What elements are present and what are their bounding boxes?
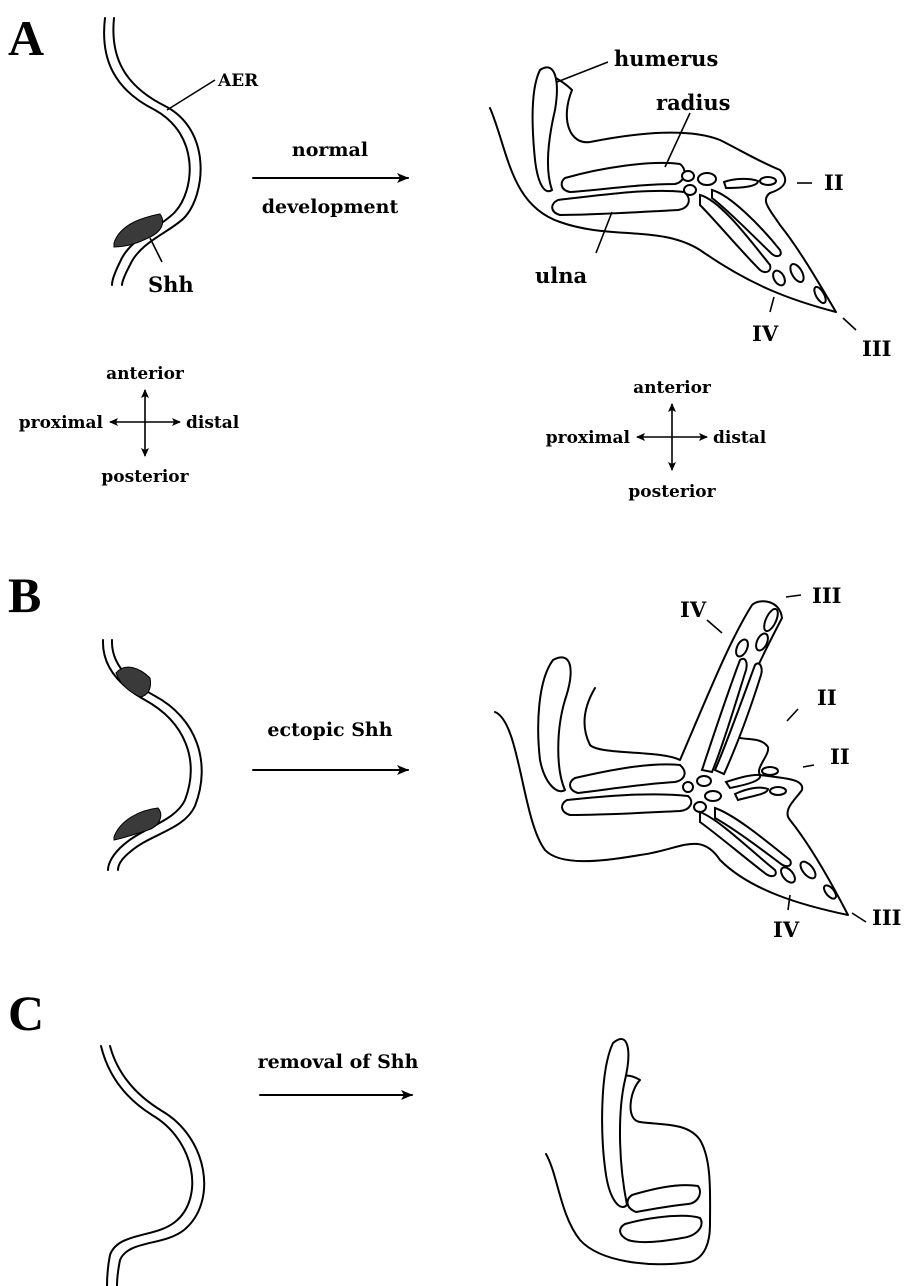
carpal-b-4	[694, 802, 706, 812]
carpal-b-3	[705, 791, 721, 801]
forearm-upper-bone-b	[570, 764, 685, 793]
digit-iii-leader-a	[843, 318, 856, 330]
digit-ii-bone	[724, 179, 758, 188]
upper-digit-iii-label: III	[812, 583, 841, 608]
digit-iii-label-a: III	[862, 336, 891, 361]
lower-digit-iv-phalanx	[778, 865, 797, 885]
carpal-b-1	[683, 782, 693, 792]
humerus-bone-c	[602, 1039, 628, 1207]
lower-digit-iii-label: III	[872, 905, 901, 930]
upper-digit-ii-tip	[762, 767, 778, 775]
humerus-label: humerus	[614, 46, 718, 71]
carpal-2	[684, 185, 696, 195]
carpal-3	[698, 173, 716, 185]
carpal-b-2	[697, 776, 711, 786]
axis-label-posterior-right: posterior	[628, 482, 716, 502]
radius-bone	[562, 163, 685, 192]
shh-leader-a	[150, 238, 162, 262]
upper-digit-ii-label: II	[817, 685, 837, 710]
aer-leader	[167, 80, 215, 110]
axis-label-anterior: anterior	[106, 364, 185, 384]
carpal-1	[682, 171, 694, 181]
shh-zone-b-anterior	[116, 667, 151, 697]
lower-digit-iv-leader	[788, 895, 790, 910]
limb-bud-outline-c	[101, 1046, 204, 1286]
lower-digit-ii-label: II	[830, 744, 850, 769]
digit-iv-leader-a	[770, 297, 774, 312]
arrow-label-development: development	[262, 196, 399, 218]
radius-label: radius	[656, 90, 730, 115]
humerus-bone-b	[538, 657, 570, 791]
mirror-duplicated-limb	[495, 601, 848, 915]
digit-ii-tip	[760, 177, 776, 185]
axis-label-distal-right: distal	[713, 428, 767, 448]
axes-compass-right: anterior posterior proximal distal	[546, 378, 767, 502]
upper-digit-iv-leader	[707, 620, 722, 633]
upper-digit-iii-phalanx-1	[754, 632, 771, 653]
aer-label: AER	[217, 71, 259, 91]
humerus-bone	[533, 67, 557, 191]
arrow-label-normal: normal	[292, 139, 368, 161]
humerus-leader	[557, 62, 608, 82]
panel-c: C removal of Shh	[8, 985, 710, 1286]
digit-iii-phalanx-1	[788, 262, 807, 284]
panel-a: A AER Shh normal development	[8, 10, 891, 502]
arrow-label-ectopic: ectopic Shh	[267, 719, 392, 741]
axis-label-proximal-right: proximal	[546, 428, 631, 448]
axes-compass-left: anterior posterior proximal distal	[19, 364, 240, 487]
lower-digit-iii-phalanx-2	[822, 883, 838, 900]
panel-b-letter: B	[8, 567, 41, 623]
upper-digit-iv-phalanx	[734, 638, 751, 659]
digit-iv-phalanx	[771, 269, 788, 288]
arrow-label-removal: removal of Shh	[258, 1051, 419, 1073]
panel-c-letter: C	[8, 985, 44, 1041]
ulna-label: ulna	[535, 263, 588, 288]
radius-leader	[665, 113, 690, 167]
upper-digit-iii-phalanx-2	[761, 607, 780, 633]
shh-zone-a	[114, 214, 163, 247]
axis-label-posterior: posterior	[101, 467, 189, 487]
lower-digit-iii-phalanx-1	[798, 859, 819, 881]
axis-label-anterior-right: anterior	[633, 378, 712, 398]
ulna-bone	[552, 191, 689, 215]
digit-ii-label-a: II	[824, 170, 844, 195]
lower-digit-iii-leader	[852, 913, 866, 922]
digit-iv-label-a: IV	[752, 321, 779, 346]
lower-digit-ii-leader	[803, 765, 814, 767]
upper-digit-ii-bone	[726, 775, 760, 788]
upper-digit-iv-label: IV	[680, 597, 707, 622]
upper-digit-iii-leader	[786, 595, 801, 597]
axis-label-proximal: proximal	[19, 413, 104, 433]
forearm-lower-bone-b	[562, 794, 691, 815]
upper-digit-ii-leader	[787, 709, 798, 721]
truncated-limb	[546, 1039, 710, 1264]
panel-a-letter: A	[8, 10, 44, 66]
forearm-bone-c-lower	[620, 1216, 702, 1242]
lower-digit-ii-bone	[735, 788, 768, 800]
shh-label-a: Shh	[148, 272, 194, 297]
forearm-bone-c-upper	[627, 1185, 699, 1212]
axis-label-distal: distal	[186, 413, 240, 433]
lower-digit-iv-label: IV	[773, 917, 800, 942]
lower-digit-ii-tip	[770, 787, 786, 795]
panel-b: B ectopic Shh	[8, 567, 901, 942]
